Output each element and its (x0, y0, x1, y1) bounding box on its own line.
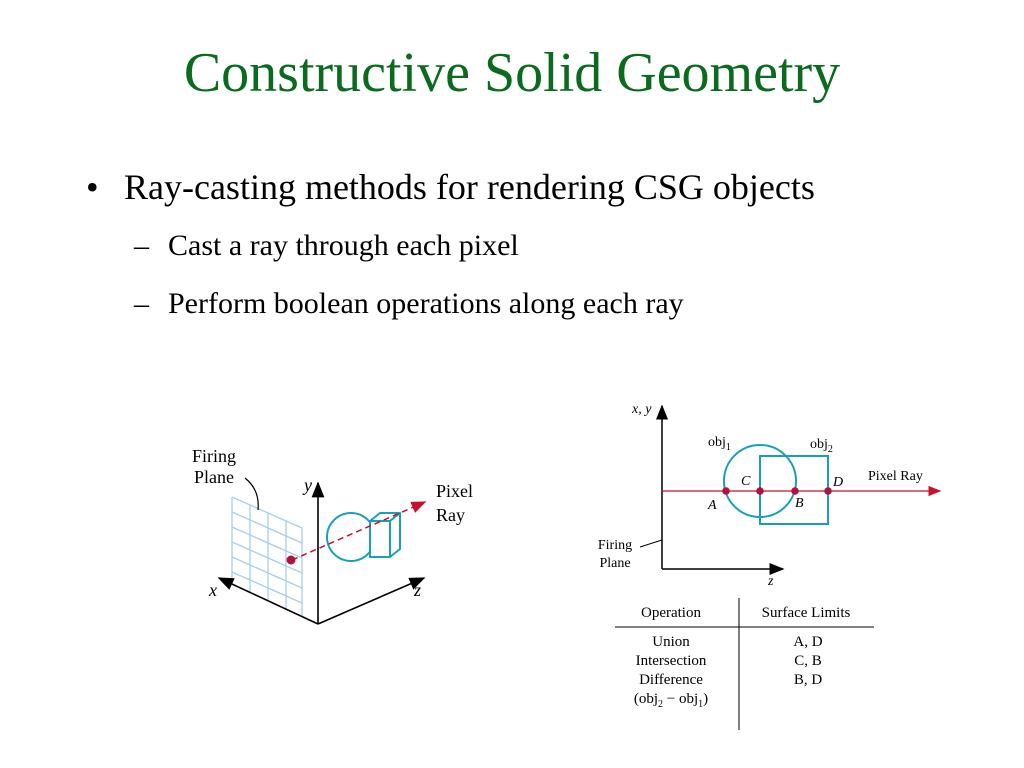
sub-bullet-item: – Cast a ray through each pixel (82, 224, 962, 268)
pixel-point (286, 555, 296, 565)
x-axis-label: x (208, 580, 217, 600)
table-cell-limits: B, D (794, 672, 823, 688)
z-axis-label: z (767, 574, 774, 589)
obj1-label: obj1 (708, 435, 731, 453)
right-figure: x, y z obj1 obj2 Pixel Ray A C B D Firin… (598, 402, 942, 589)
pixel-ray-label-1: Pixel (436, 481, 473, 501)
sub-bullet-item: – Perform boolean operations along each … (82, 282, 962, 326)
point-b-dot (791, 487, 799, 495)
sphere-object (326, 512, 376, 562)
firing-plane-grid (231, 496, 303, 617)
point-c-dot (756, 487, 764, 495)
point-b-label: B (795, 496, 804, 511)
pixel-ray-line (291, 501, 427, 561)
point-d-label: D (832, 475, 843, 490)
table-cell-difference-note: (obj2 − obj1) (634, 691, 708, 710)
cube-object (369, 512, 401, 558)
pixel-ray-label: Pixel Ray (868, 469, 923, 484)
firing-plane-label-2: Plane (599, 556, 630, 571)
bullet-item: • Ray-casting methods for rendering CSG … (82, 162, 962, 212)
table-cell-limits: C, B (794, 653, 822, 669)
z-axis-label: z (413, 580, 421, 600)
firing-plane-label-2: Plane (194, 467, 234, 487)
firing-plane-leader (244, 477, 259, 511)
firing-plane-label-1: Firing (598, 538, 632, 553)
xy-axis-label: x, y (631, 402, 652, 417)
bullet-list: • Ray-casting methods for rendering CSG … (82, 162, 962, 326)
z-axis-line (317, 577, 426, 625)
pixel-ray-label-2: Ray (436, 505, 465, 525)
sub-bullet-dash: – (134, 287, 149, 320)
table-cell-operation: Union (652, 634, 690, 650)
table-header-surface-limits: Surface Limits (762, 605, 851, 621)
firing-plane-label-1: Firing (192, 446, 236, 466)
sub-bullet-dash: – (134, 229, 149, 262)
x-axis-line (217, 577, 319, 625)
point-c-label: C (741, 474, 751, 489)
left-figure: Firing Plane y x z Pixel Ray (192, 446, 473, 625)
bullet-dot: • (86, 167, 99, 207)
surface-limits-table: Operation Surface Limits Union A, D Inte… (615, 598, 874, 730)
table-header-operation: Operation (641, 605, 701, 621)
obj2-label: obj2 (810, 437, 833, 455)
sub-bullet-text: Cast a ray through each pixel (168, 229, 519, 262)
slide-title: Constructive Solid Geometry (183, 42, 841, 104)
table-cell-limits: A, D (793, 634, 822, 650)
point-d-dot (824, 487, 832, 495)
point-a-label: A (707, 498, 717, 513)
firing-plane-leader (639, 539, 663, 548)
table-cell-operation: Intersection (636, 653, 707, 669)
sub-bullet-text: Perform boolean operations along each ra… (168, 287, 684, 320)
bullet-text: Ray-casting methods for rendering CSG ob… (124, 167, 815, 207)
table-cell-operation: Difference (639, 672, 703, 688)
y-axis-label: y (302, 475, 312, 495)
point-a-dot (722, 487, 730, 495)
